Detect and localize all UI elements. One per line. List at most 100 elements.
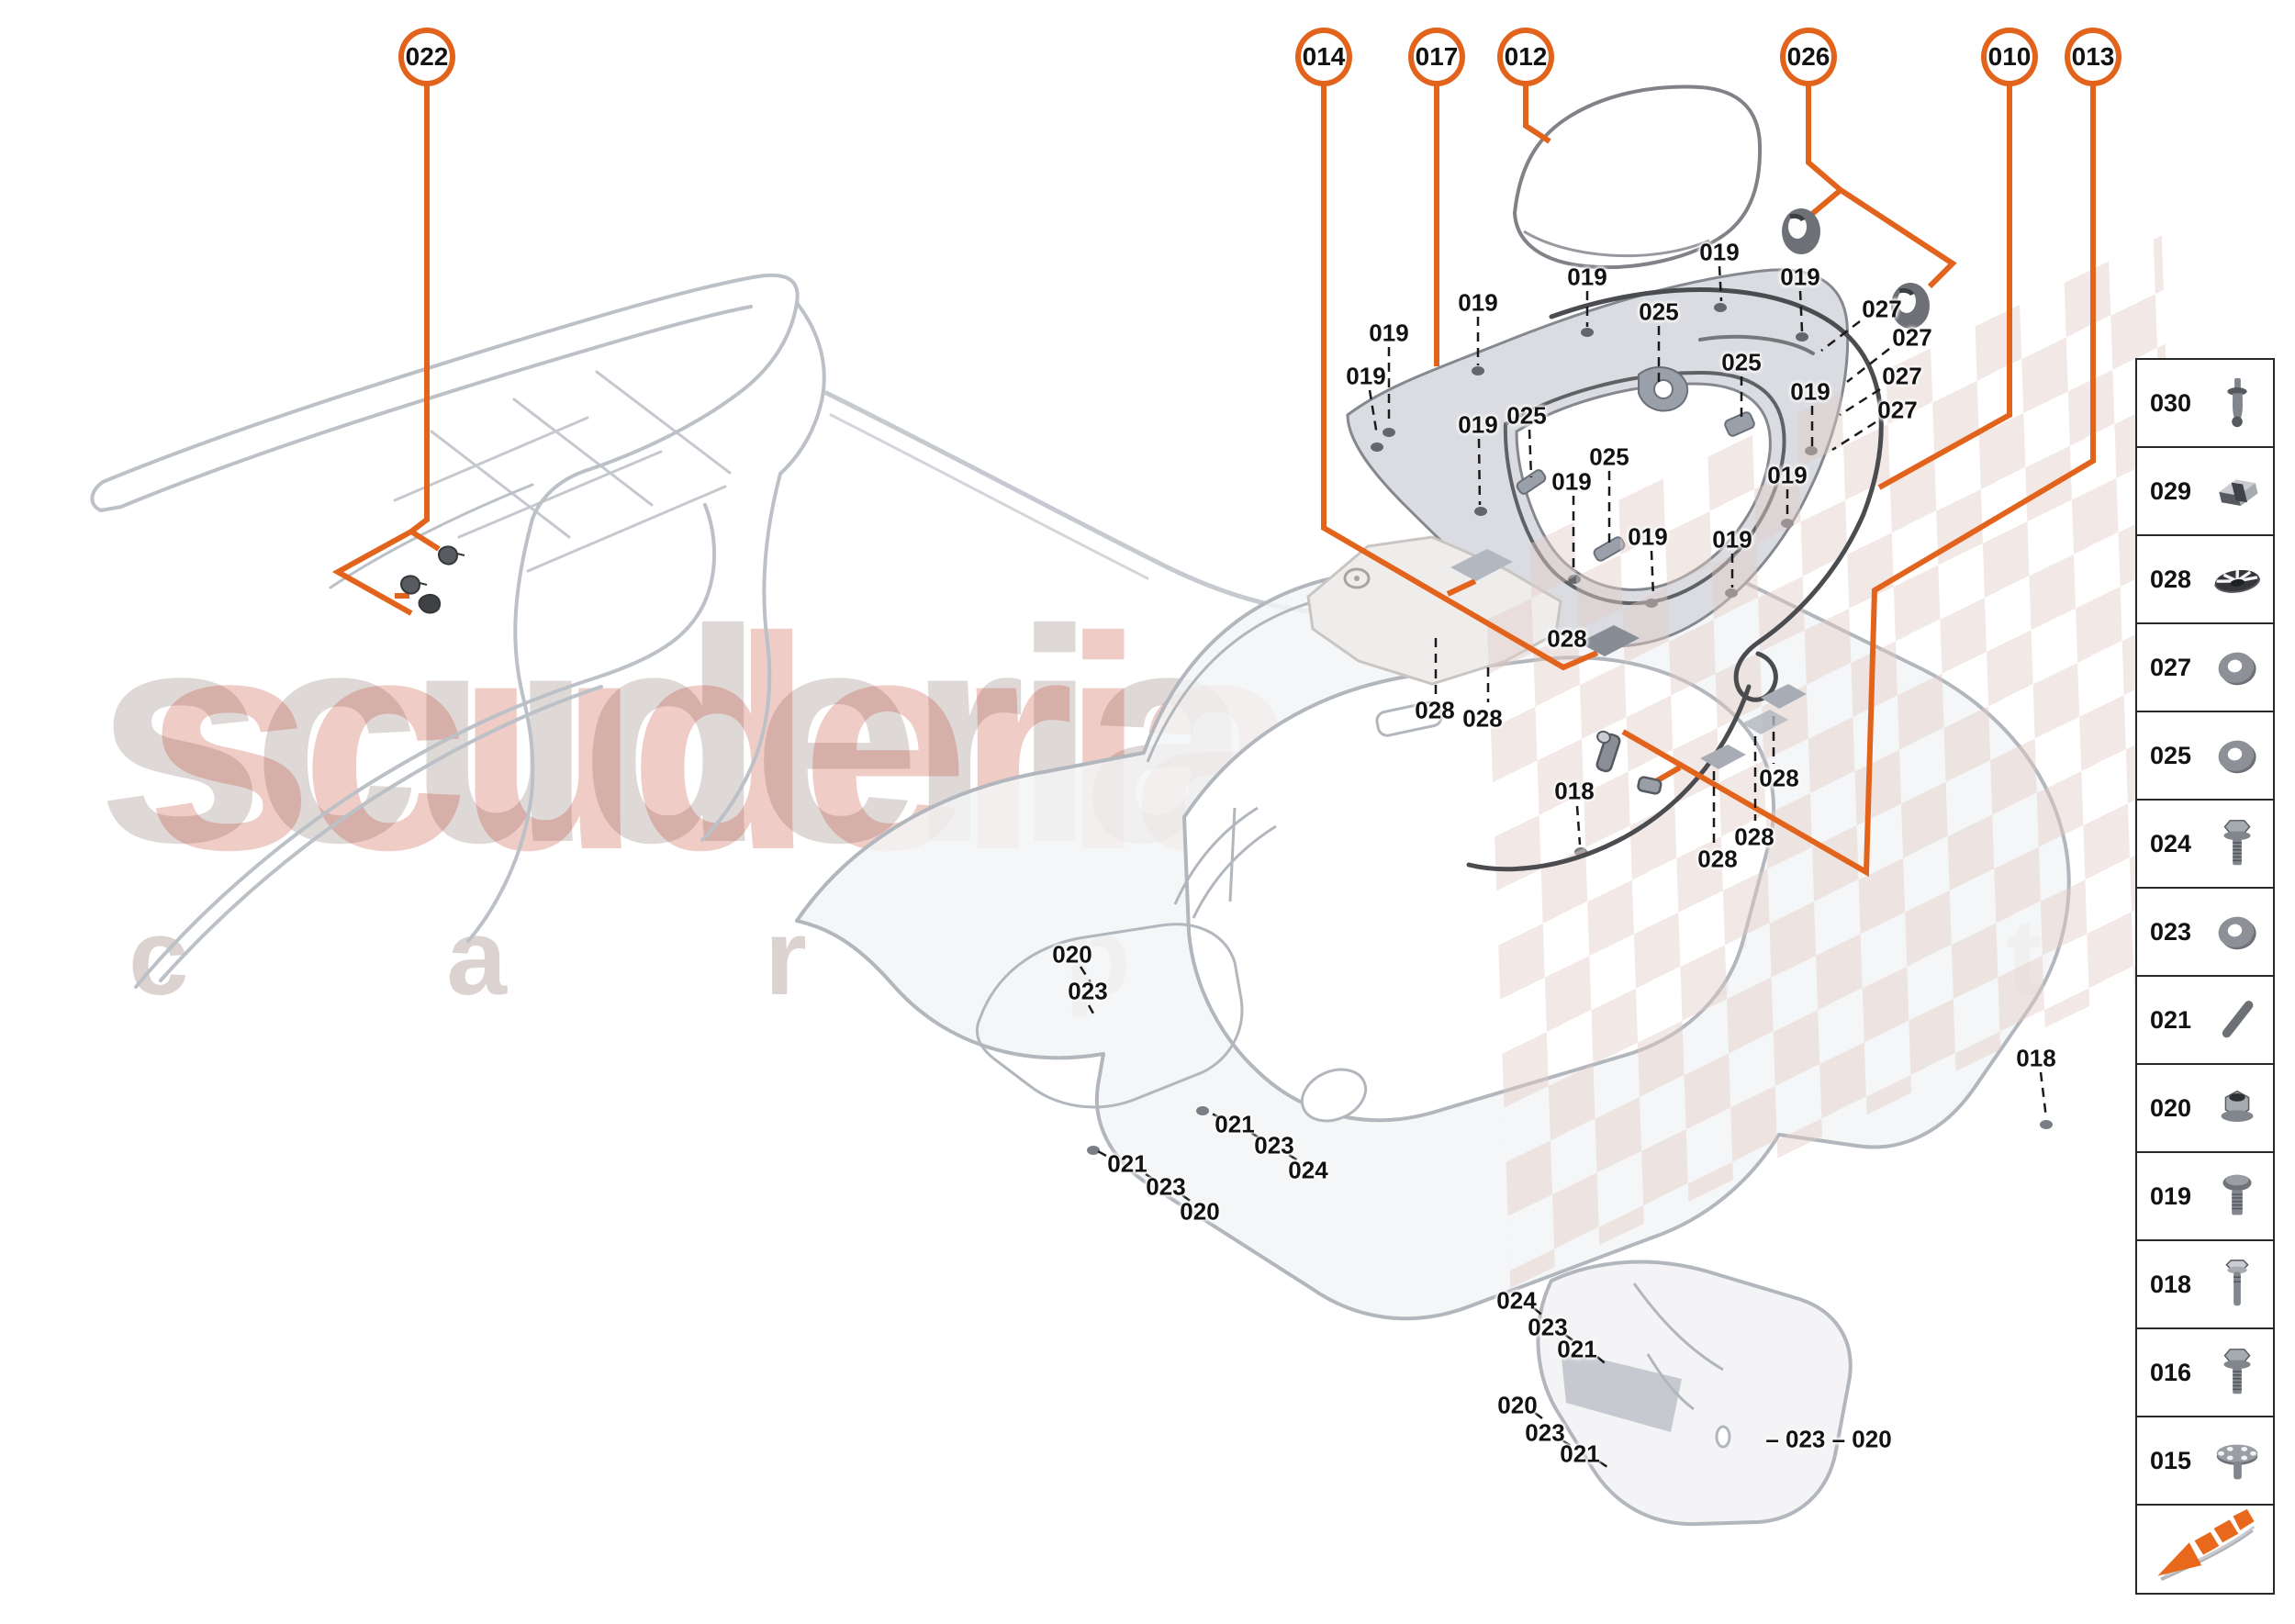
part-label: 025 xyxy=(1589,442,1629,471)
part-label: 019 xyxy=(1628,522,1668,551)
part-label: 024 xyxy=(1288,1156,1328,1184)
legend-row-016[interactable]: 016 xyxy=(2137,1329,2273,1417)
part-label: 025 xyxy=(1639,297,1679,326)
part-label: 024 xyxy=(1496,1286,1537,1315)
legend-row-027[interactable]: 027 xyxy=(2137,624,2273,712)
flange-nut-icon xyxy=(2209,1073,2266,1143)
part-label: 020 xyxy=(1497,1391,1538,1419)
rivet-parts xyxy=(1595,730,1662,795)
callout-balloon-022[interactable]: 022 xyxy=(398,28,455,86)
part-label: 019 xyxy=(1567,263,1607,291)
legend-row-024[interactable]: 024 xyxy=(2137,801,2273,889)
legend-part-number: 019 xyxy=(2150,1182,2192,1210)
legend-row-021[interactable]: 021 xyxy=(2137,977,2273,1065)
washer-icon xyxy=(2209,633,2266,702)
legend-row-018[interactable]: 018 xyxy=(2137,1241,2273,1329)
legend-row-015[interactable]: 015 xyxy=(2137,1417,2273,1506)
callout-balloon-012[interactable]: 012 xyxy=(1497,28,1554,86)
part-label: 019 xyxy=(1699,238,1740,266)
part-label: 019 xyxy=(1369,319,1409,347)
legend-part-number: 025 xyxy=(2150,741,2192,769)
clip-nut-icon xyxy=(2209,456,2266,526)
roof-cage-sketch xyxy=(90,273,1338,989)
part-label: 021 xyxy=(1560,1439,1600,1468)
part-label: 021 xyxy=(1107,1149,1148,1178)
part-label: 028 xyxy=(1462,704,1503,733)
part-label: 027 xyxy=(1882,362,1922,390)
part-label: 028 xyxy=(1759,764,1799,792)
part-label: 019 xyxy=(1458,410,1498,439)
glass-panel xyxy=(1512,84,1763,270)
grommets xyxy=(1782,208,1930,329)
legend-part-number: 027 xyxy=(2150,653,2192,681)
legend-row-029[interactable]: 029 xyxy=(2137,448,2273,536)
part-label: 028 xyxy=(1415,696,1455,724)
roof-frame-assembly xyxy=(1306,268,1850,686)
legend-row-019[interactable]: 019 xyxy=(2137,1153,2273,1241)
legend-row-023[interactable]: 023 xyxy=(2137,889,2273,977)
rubber-seal xyxy=(1466,287,1884,872)
legend-part-number: 029 xyxy=(2150,476,2192,505)
button-head-bolt-icon xyxy=(2209,1161,2266,1231)
legend-part-number: 028 xyxy=(2150,565,2192,593)
washer-icon xyxy=(2209,897,2266,967)
part-label: 023 xyxy=(1525,1418,1565,1447)
trim-panel xyxy=(1306,535,1562,686)
parts-legend-table: 030 029 028 027 025 024 023 021 020 019 018 016 015 xyxy=(2135,358,2275,1595)
part-label: 023 xyxy=(1528,1313,1568,1341)
legend-row-028[interactable]: 028 xyxy=(2137,536,2273,624)
part-label: 019 xyxy=(1346,362,1386,390)
flange-bolt-icon xyxy=(2209,1338,2266,1407)
plate-nut-icon xyxy=(2209,1426,2266,1495)
legend-row-025[interactable]: 025 xyxy=(2137,712,2273,801)
part-label: 027 xyxy=(1892,323,1932,352)
legend-logo-cell xyxy=(2137,1506,2273,1593)
part-label: 019 xyxy=(1780,263,1820,291)
part-label: 020 xyxy=(1180,1197,1220,1226)
part-label: 028 xyxy=(1547,624,1587,653)
part-label: 027 xyxy=(1877,396,1918,424)
part-label: 021 xyxy=(1557,1335,1597,1363)
rear-frame-sketch xyxy=(795,539,2071,1527)
balloon-leader-lines xyxy=(331,84,2096,878)
dowel-pin-icon xyxy=(2209,985,2266,1055)
legend-part-number: 020 xyxy=(2150,1093,2192,1122)
legend-row-020[interactable]: 020 xyxy=(2137,1065,2273,1153)
callout-balloon-026[interactable]: 026 xyxy=(1780,28,1837,86)
part-label: 027 xyxy=(1862,295,1902,323)
flange-bolt-icon xyxy=(2209,809,2266,879)
callout-balloon-014[interactable]: 014 xyxy=(1295,28,1352,86)
label-leader-lines xyxy=(1079,265,2048,1471)
legend-part-number: 018 xyxy=(2150,1270,2192,1298)
callout-balloon-010[interactable]: 010 xyxy=(1981,28,2038,86)
fastener-clips xyxy=(400,545,465,614)
legend-part-number: 015 xyxy=(2150,1446,2192,1474)
part-label: 018 xyxy=(2016,1044,2056,1072)
legend-row-030[interactable]: 030 xyxy=(2137,360,2273,448)
legend-part-number: 023 xyxy=(2150,917,2192,946)
part-label: 019 xyxy=(1790,377,1830,406)
part-label: 023 xyxy=(1068,977,1108,1005)
scuderia-arrow-logo-icon xyxy=(2150,1507,2260,1591)
frame-bolt-holes xyxy=(1371,303,1818,608)
part-label: 019 xyxy=(1551,467,1592,496)
latch-parts xyxy=(1516,366,1755,562)
part-label: 020 xyxy=(1052,940,1092,969)
part-label: 019 xyxy=(1458,288,1498,317)
part-label: 028 xyxy=(1697,845,1738,873)
part-label: 023 xyxy=(1146,1172,1186,1201)
legend-part-number: 016 xyxy=(2150,1358,2192,1386)
callout-balloon-017[interactable]: 017 xyxy=(1408,28,1465,86)
part-label: 018 xyxy=(1554,777,1595,805)
part-label: 021 xyxy=(1215,1110,1255,1138)
legend-part-number: 021 xyxy=(2150,1005,2192,1034)
legend-part-number: 024 xyxy=(2150,829,2192,857)
part-label: 025 xyxy=(1506,401,1547,430)
callout-balloon-013[interactable]: 013 xyxy=(2065,28,2121,86)
adhesive-pads xyxy=(1450,549,1807,769)
washer-icon xyxy=(2209,721,2266,790)
legend-part-number: 030 xyxy=(2150,388,2192,417)
